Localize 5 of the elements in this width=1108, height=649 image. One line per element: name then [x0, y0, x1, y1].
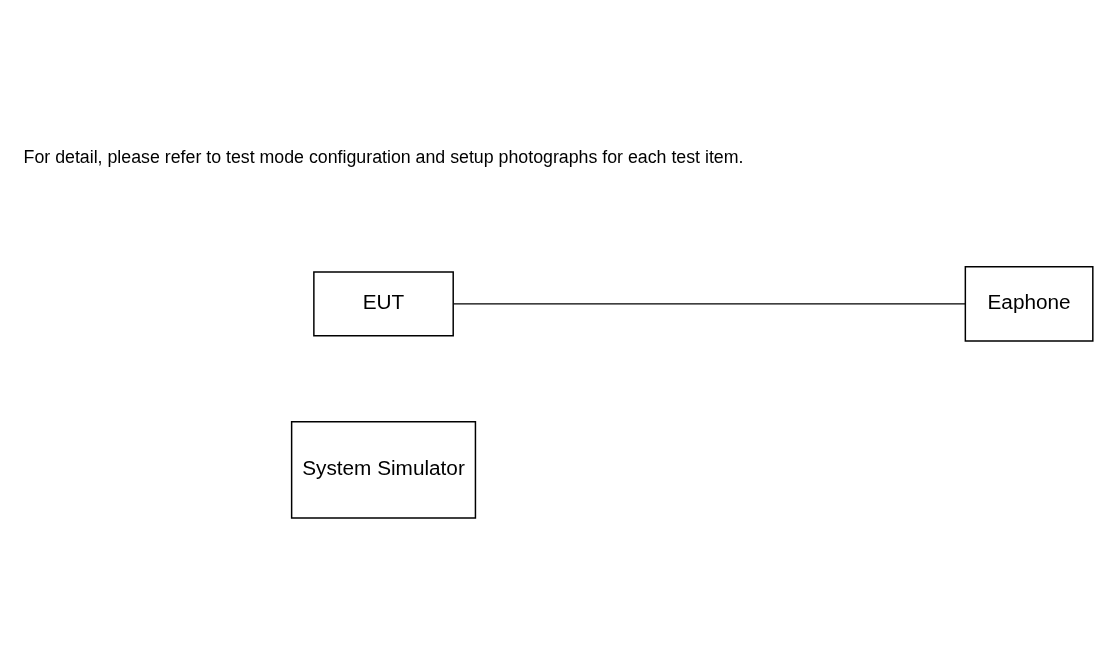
connector [453, 302, 966, 305]
node-box: EUT [313, 270, 454, 336]
node-box: Eaphone [964, 265, 1094, 342]
node-box: System Simulator [290, 420, 477, 519]
label: For detail, please refer to test mode configuration and setup photographs for each test item. [23, 146, 744, 167]
